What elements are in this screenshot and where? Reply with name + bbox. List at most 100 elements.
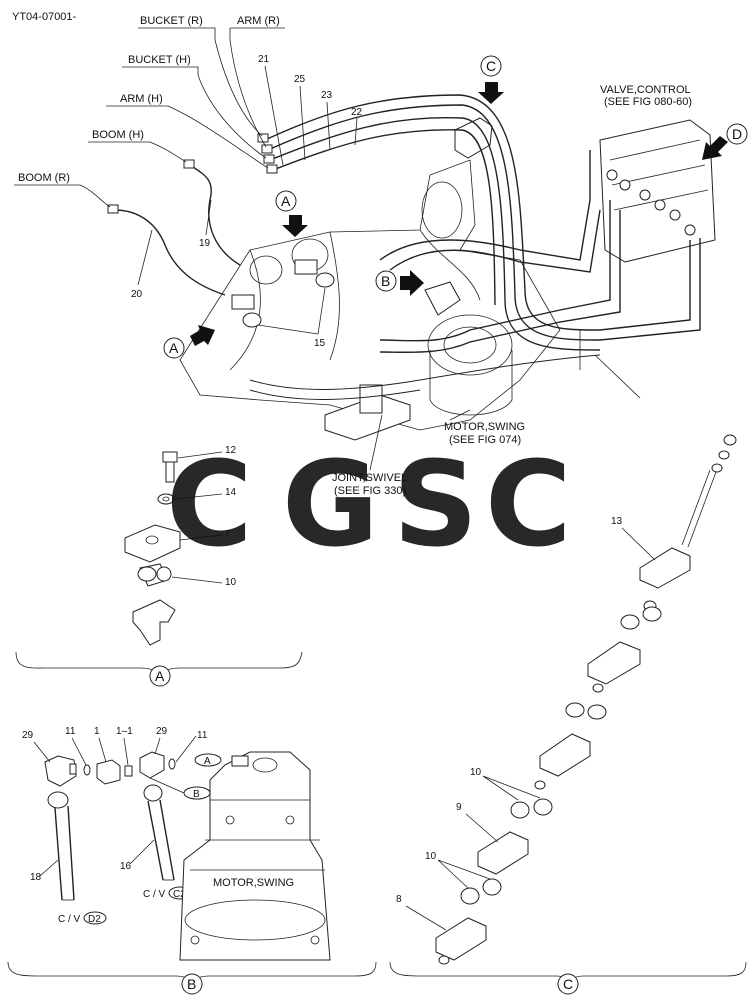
bracket-b <box>424 281 461 316</box>
fitting-bucket-h <box>263 154 275 164</box>
label-arm-r: ARM (R) <box>237 15 280 27</box>
callout-23: 23 <box>321 90 333 101</box>
clamp-c-mid2 <box>539 733 591 777</box>
callout-25: 25 <box>294 74 306 85</box>
bushing-10-c4 <box>482 878 502 896</box>
callout-18: 18 <box>30 872 42 883</box>
bushing-10-c3 <box>460 887 480 905</box>
callout-14: 14 <box>225 487 237 498</box>
label-bucket-r: BUCKET (R) <box>140 15 203 27</box>
callout-10-c: 10 <box>425 851 437 862</box>
bushing-10 <box>137 566 157 582</box>
marker-c-main: C <box>478 55 504 104</box>
nut-c2 <box>592 683 604 693</box>
callout-22: 22 <box>351 107 363 118</box>
fitting-1-1 <box>124 765 133 777</box>
callout-16: 16 <box>120 861 132 872</box>
callout-7: 7 <box>225 529 231 540</box>
main-assembly: BUCKET (R) ARM (R) BUCKET (H) ARM (H) BO… <box>14 15 748 497</box>
callout-15: 15 <box>314 338 326 349</box>
hose-16 <box>147 799 175 881</box>
boom-frame-edge <box>229 249 261 371</box>
valve-fitting-2 <box>619 179 631 191</box>
callout-1: 1 <box>94 726 100 737</box>
port-cv-d2-label: C / V <box>58 914 81 925</box>
adapter-1 <box>96 759 121 785</box>
bushing-c4 <box>587 704 607 720</box>
marker-a-upper: A <box>275 190 308 237</box>
bolt-12-shank <box>165 461 175 483</box>
boom-pin-boss <box>421 181 463 239</box>
clamp-a-upper <box>294 259 318 275</box>
callout-11-b: 11 <box>197 730 208 741</box>
watermark-letter-c1: C <box>166 435 253 573</box>
clamp-a-bushing2 <box>242 312 262 328</box>
stud-bolt <box>681 469 711 546</box>
label-bucket-h: BUCKET (H) <box>128 54 191 66</box>
fitting-boom-h <box>183 159 195 169</box>
port-tag-b: B <box>183 786 211 800</box>
callout-29-a: 29 <box>22 730 34 741</box>
watermark-letter-g: G <box>282 435 379 573</box>
bushing-c2 <box>642 606 662 622</box>
callout-1-1: 1–1 <box>116 726 133 737</box>
svg-text:A: A <box>204 756 211 767</box>
nut-top-2 <box>711 463 723 473</box>
svg-text:C: C <box>486 58 496 74</box>
fitting-arm-h <box>266 164 278 174</box>
bushing-c1 <box>620 614 640 630</box>
svg-text:D2: D2 <box>88 914 101 925</box>
swivel-joint-block <box>359 384 383 414</box>
callout-19: 19 <box>199 238 211 249</box>
marker-d-main: D <box>702 123 748 160</box>
swing-motor-body <box>429 350 513 416</box>
nut-top-1 <box>723 434 737 446</box>
valve-fitting-3 <box>654 199 666 211</box>
fitting-boom-r <box>107 204 119 214</box>
hose-19 <box>189 164 241 266</box>
control-valve-body <box>599 119 716 263</box>
detail-a-label: A <box>155 668 165 684</box>
fitting-arm-r <box>261 144 273 154</box>
detail-b: 29 11 1 1–1 29 11 A B <box>7 726 377 995</box>
port-tag-d2: D2 <box>83 911 107 925</box>
clamp-a-bushing <box>315 272 335 288</box>
nut-c-bottom <box>438 955 450 965</box>
clamp-8 <box>435 917 487 961</box>
bushing-c3 <box>565 702 585 718</box>
bushing-10-c1 <box>510 801 530 819</box>
callout-20: 20 <box>131 289 143 300</box>
swing-motor-inner <box>443 326 497 364</box>
ref-joint-fig: (SEE FIG 330) <box>334 485 406 497</box>
svg-text:B: B <box>381 273 390 289</box>
washer-top <box>718 450 730 460</box>
label-boom-h: BOOM (H) <box>92 129 144 141</box>
callout-21: 21 <box>258 54 270 65</box>
clamp-9 <box>477 831 529 875</box>
boom-frame <box>179 159 561 431</box>
bushing-10-c2 <box>533 798 553 816</box>
bracket-a <box>132 599 176 646</box>
o-ring-11-left <box>83 764 91 776</box>
valve-fitting-1 <box>606 169 618 181</box>
ref-motor-swing: MOTOR,SWING <box>444 421 525 433</box>
port-tag-a: A <box>194 753 222 767</box>
label-arm-h: ARM (H) <box>120 93 163 105</box>
boom-frame-edge3 <box>419 229 481 301</box>
valve-fitting-4 <box>669 209 681 221</box>
clamp-13 <box>639 547 691 589</box>
hose-20 <box>114 209 226 296</box>
callout-10-a: 10 <box>225 577 237 588</box>
svg-text:A: A <box>281 193 291 209</box>
o-ring-11-right <box>168 758 176 770</box>
svg-text:B: B <box>193 789 200 800</box>
clamp-7 <box>124 524 181 563</box>
hose-bundle <box>249 94 701 400</box>
watermark-letter-s: S <box>393 435 478 573</box>
callout-29-b: 29 <box>156 726 168 737</box>
document-code: YT04-07001- <box>12 11 77 23</box>
cylinder-boss <box>249 255 283 285</box>
boom-frame-edge2 <box>329 231 340 361</box>
